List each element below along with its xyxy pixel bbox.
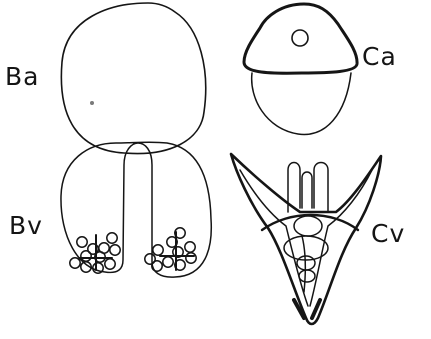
- ca-body-outline: [252, 73, 351, 134]
- ca-head-hole: [292, 30, 308, 46]
- cv-inner-capsule: [299, 270, 315, 282]
- cv-center-line: [302, 236, 305, 292]
- bv-cluster-circle: [186, 253, 196, 263]
- ba-outline: [61, 3, 205, 154]
- label-cv: Cv: [371, 221, 405, 246]
- ca-head-outline: [244, 4, 357, 73]
- bv-cluster-circle: [70, 258, 80, 268]
- drawing-bv: [61, 142, 211, 277]
- drawing-ba: [61, 3, 205, 154]
- label-ba: Ba: [5, 64, 39, 89]
- bv-cluster-circle: [145, 254, 155, 264]
- drawing-ca: [244, 4, 357, 134]
- bv-cluster-circle: [163, 257, 173, 267]
- ba-dot: [90, 101, 94, 105]
- cv-inner-capsule: [294, 216, 322, 236]
- bv-cluster-circle: [93, 263, 103, 273]
- bv-cluster-circle: [185, 242, 195, 252]
- label-ca: Ca: [362, 44, 397, 69]
- drawing-cv: [231, 154, 381, 324]
- bv-cluster-circle: [77, 237, 87, 247]
- bv-cluster-circle: [81, 251, 91, 261]
- bv-cluster-circle: [153, 245, 163, 255]
- bv-cluster-circle: [107, 233, 117, 243]
- cv-right-horn: [314, 163, 328, 213]
- cv-center-horn: [302, 172, 312, 208]
- label-bv: Bv: [9, 213, 43, 238]
- bv-cluster-circle: [105, 259, 115, 269]
- bv-cluster-circle: [110, 245, 120, 255]
